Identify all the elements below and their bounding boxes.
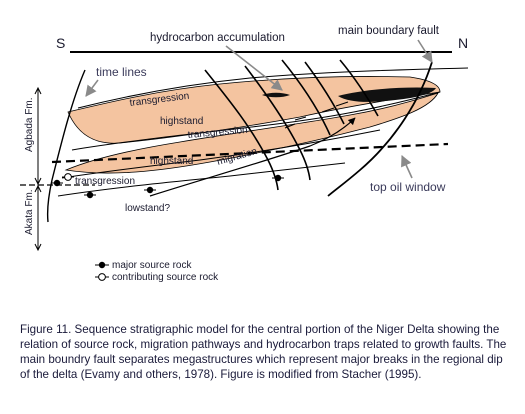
source-rock-markers xyxy=(51,173,284,199)
growth-fault-4 xyxy=(304,61,345,125)
label-hydrocarbon-accumulation: hydrocarbon accumulation xyxy=(150,32,285,44)
arrow-hydrocarbon-accumulation xyxy=(225,45,283,91)
legend-contributing-label: contributing source rock xyxy=(112,272,219,283)
arrow-top-oil-window xyxy=(401,154,413,179)
growth-fault-3 xyxy=(281,59,331,136)
arrow-time-lines xyxy=(85,79,99,97)
time-line-top xyxy=(77,67,469,109)
formation-agbada: Agbada Fm. xyxy=(24,98,35,152)
hydrocarbon-accumulation-small xyxy=(262,92,290,98)
time-line-mid xyxy=(71,91,441,151)
growth-fault-2 xyxy=(244,65,311,181)
left-growth-fault xyxy=(46,69,86,223)
label-highstand-2: highstand xyxy=(150,156,193,167)
label-transgression-2: transgression xyxy=(187,125,248,141)
label-lowstand: lowstand? xyxy=(125,203,170,214)
top-oil-window-line xyxy=(51,142,449,164)
legend-major-symbol xyxy=(95,261,109,269)
migration-arrows xyxy=(284,101,349,129)
label-transgression-3: transgression xyxy=(75,176,135,187)
label-main-boundary-fault: main boundary fault xyxy=(338,25,440,37)
time-line-lower xyxy=(61,129,381,179)
arrow-main-boundary-fault xyxy=(417,39,433,63)
compass-north: N xyxy=(458,35,468,51)
migration-pathway xyxy=(149,117,356,197)
main-boundary-fault xyxy=(327,61,433,197)
legend-contributing-symbol xyxy=(95,273,109,281)
label-time-lines: time lines xyxy=(96,65,147,79)
formation-akata: Akata Fm. xyxy=(24,189,35,235)
label-highstand-1: highstand xyxy=(160,116,203,127)
stratigraphic-diagram: S N Agbada Fm. Akata Fm. xyxy=(20,25,469,283)
growth-fault-1 xyxy=(204,69,279,191)
hydrocarbon-accumulation xyxy=(338,87,436,102)
legend: major source rock contributing source ro… xyxy=(95,260,219,283)
growth-fault-5 xyxy=(339,59,379,117)
legend-major-label: major source rock xyxy=(112,260,192,271)
compass-south: S xyxy=(56,35,65,51)
time-line-base xyxy=(57,162,346,197)
label-top-oil-window: top oil window xyxy=(370,180,446,194)
figure-caption: Figure 11. Sequence stratigraphic model … xyxy=(20,323,507,381)
